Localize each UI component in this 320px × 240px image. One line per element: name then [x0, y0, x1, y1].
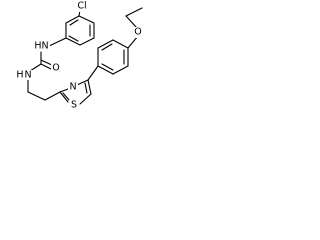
bond — [62, 92, 70, 101]
bond — [76, 79, 89, 86]
bond — [87, 79, 92, 95]
bond — [101, 63, 114, 71]
bond — [65, 37, 81, 46]
bond — [125, 15, 137, 28]
thiazole-sulfur-label: S — [71, 100, 77, 111]
bond — [78, 15, 95, 24]
bond — [79, 37, 95, 46]
chemical-structure: Cl H N O H N O N S — [16, 1, 143, 111]
bond — [44, 91, 61, 101]
bond — [112, 39, 129, 49]
bond — [97, 39, 114, 49]
bond — [68, 35, 79, 42]
atom-labels: Cl H N O H N O N S — [16, 1, 143, 111]
amide-nitrogen-label: N — [41, 41, 48, 52]
bond — [69, 19, 79, 26]
nh-hydrogen-label: H — [16, 70, 23, 81]
bond — [27, 91, 46, 101]
bond — [79, 93, 92, 105]
bond — [59, 88, 69, 93]
bond — [101, 43, 113, 51]
bond — [97, 65, 114, 75]
thiazole-nitrogen-label: N — [69, 82, 76, 93]
nh-hydrogen-label: H — [34, 41, 41, 52]
bond — [84, 82, 88, 94]
urea-nitrogen-label: N — [24, 70, 31, 81]
bond — [59, 91, 69, 103]
bond — [29, 63, 42, 72]
ether-oxygen-label: O — [134, 27, 141, 38]
bond — [46, 37, 67, 48]
chlorine-label: Cl — [77, 1, 86, 12]
bond — [87, 65, 99, 81]
bond-lines — [27, 7, 143, 105]
bond — [112, 65, 129, 75]
bond — [65, 15, 80, 24]
carbonyl-oxygen-label: O — [52, 63, 59, 74]
bond — [125, 7, 143, 17]
